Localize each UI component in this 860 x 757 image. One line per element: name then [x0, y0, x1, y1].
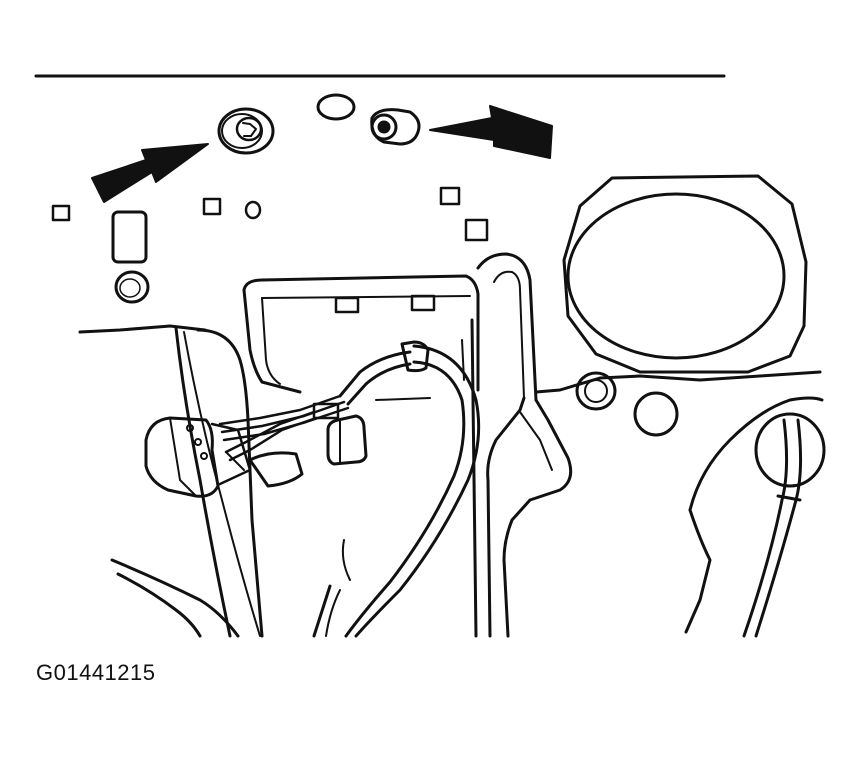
lower-rail-1 [110, 558, 240, 638]
arrow-right [429, 105, 553, 159]
panel-edge-left-2 [196, 328, 264, 638]
slot-hole [111, 210, 148, 264]
grommet-lower-right [754, 412, 826, 488]
recess-line [375, 397, 431, 401]
oval-hole-top [316, 93, 356, 121]
left-fastener [217, 107, 275, 155]
round-hole-right-1 [575, 371, 617, 411]
handle-recess [242, 274, 480, 394]
round-hole-small [244, 200, 262, 220]
square-hole-1 [51, 204, 71, 222]
square-hole-2 [202, 197, 222, 216]
round-hole-right-2 [633, 391, 679, 437]
wire-lower-right [742, 418, 789, 638]
round-hole-right-1-inner [584, 379, 608, 403]
vertical-trim-bar [461, 252, 573, 638]
wire-lower-right-2 [754, 418, 803, 638]
wiring-harness [312, 340, 481, 638]
panel-edge-left-3 [183, 331, 261, 637]
figure-id-label: G01441215 [36, 660, 156, 685]
arrow-left [91, 143, 209, 203]
right-fastener [370, 108, 421, 146]
lower-contour-right-2 [684, 508, 712, 634]
lower-contour-right [688, 396, 824, 512]
speaker-opening [562, 174, 808, 374]
square-hole-4 [464, 218, 489, 242]
panel-contour-right [534, 370, 822, 394]
round-hole-left-inner [119, 278, 141, 298]
round-hole-left [114, 270, 150, 304]
wire-bundle [218, 394, 350, 462]
connector-left [144, 416, 304, 498]
square-hole-3 [439, 186, 461, 206]
panel-edge-left [174, 326, 232, 638]
lower-rail-2 [116, 572, 202, 638]
panel-ledge [78, 324, 207, 334]
connector-center [312, 402, 368, 466]
